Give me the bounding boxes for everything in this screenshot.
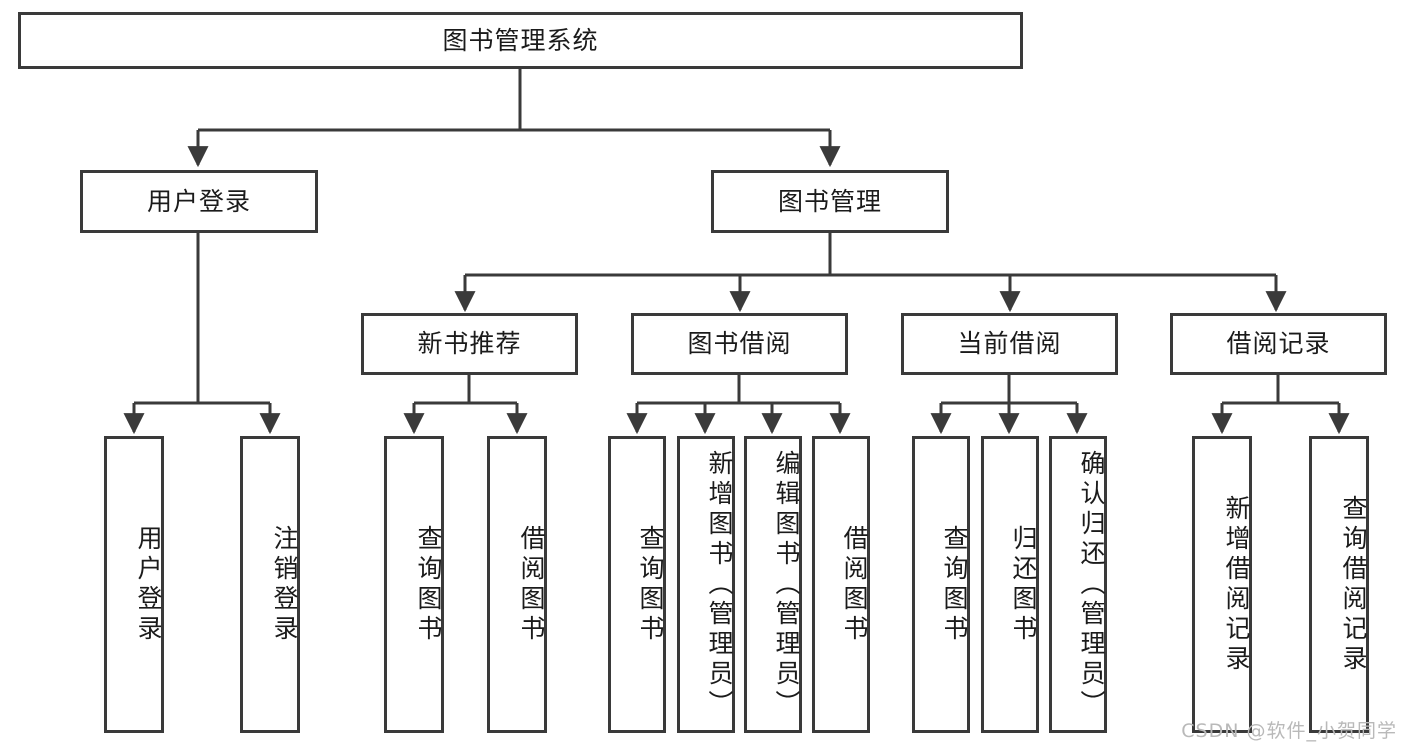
node-borrow-record[interactable]: 借阅记录 bbox=[1170, 313, 1387, 375]
node-label: 查询图书 bbox=[414, 524, 443, 645]
node-label: 借阅记录 bbox=[1226, 329, 1331, 359]
watermark: CSDN @软件_小贺同学 bbox=[1181, 720, 1397, 742]
leaf-user-login[interactable]: 用户登录 bbox=[104, 436, 164, 733]
leaf-confirm-return-admin[interactable]: 确认归还（管理员） bbox=[1049, 436, 1107, 733]
node-label: 新增借阅记录 bbox=[1222, 494, 1251, 675]
node-label: 新增图书（管理员） bbox=[705, 449, 734, 720]
leaf-query-book-current[interactable]: 查询图书 bbox=[912, 436, 970, 733]
leaf-query-book-borrow[interactable]: 查询图书 bbox=[608, 436, 666, 733]
node-label: 借阅图书 bbox=[517, 524, 546, 645]
node-label: 图书管理 bbox=[777, 186, 882, 216]
node-new-book-recommendation[interactable]: 新书推荐 bbox=[361, 313, 578, 375]
node-user-login[interactable]: 用户登录 bbox=[80, 170, 318, 233]
leaf-add-borrow-record[interactable]: 新增借阅记录 bbox=[1192, 436, 1252, 733]
leaf-borrow-book-recommendation[interactable]: 借阅图书 bbox=[487, 436, 547, 733]
node-current-borrow[interactable]: 当前借阅 bbox=[901, 313, 1118, 375]
node-label: 当前借阅 bbox=[957, 329, 1062, 359]
node-book-borrow[interactable]: 图书借阅 bbox=[631, 313, 848, 375]
leaf-query-book-recommendation[interactable]: 查询图书 bbox=[384, 436, 444, 733]
node-label: 用户登录 bbox=[134, 524, 163, 645]
node-label: 图书管理系统 bbox=[442, 25, 599, 55]
node-label: 归还图书 bbox=[1009, 524, 1038, 645]
leaf-user-logout[interactable]: 注销登录 bbox=[240, 436, 300, 733]
node-root-book-management-system[interactable]: 图书管理系统 bbox=[18, 12, 1023, 69]
node-label: 查询借阅记录 bbox=[1339, 494, 1368, 675]
node-label: 查询图书 bbox=[636, 524, 665, 645]
node-label: 确认归还（管理员） bbox=[1077, 449, 1106, 720]
node-label: 用户登录 bbox=[146, 186, 251, 216]
node-label: 注销登录 bbox=[270, 524, 299, 645]
leaf-return-book[interactable]: 归还图书 bbox=[981, 436, 1039, 733]
node-label: 查询图书 bbox=[940, 524, 969, 645]
leaf-edit-book-admin[interactable]: 编辑图书（管理员） bbox=[744, 436, 802, 733]
leaf-borrow-book-borrow[interactable]: 借阅图书 bbox=[812, 436, 870, 733]
node-label: 借阅图书 bbox=[840, 524, 869, 645]
leaf-add-book-admin[interactable]: 新增图书（管理员） bbox=[677, 436, 735, 733]
node-book-management[interactable]: 图书管理 bbox=[711, 170, 949, 233]
node-label: 图书借阅 bbox=[687, 329, 792, 359]
leaf-query-borrow-record[interactable]: 查询借阅记录 bbox=[1309, 436, 1369, 733]
node-label: 新书推荐 bbox=[417, 329, 522, 359]
node-label: 编辑图书（管理员） bbox=[772, 449, 801, 720]
